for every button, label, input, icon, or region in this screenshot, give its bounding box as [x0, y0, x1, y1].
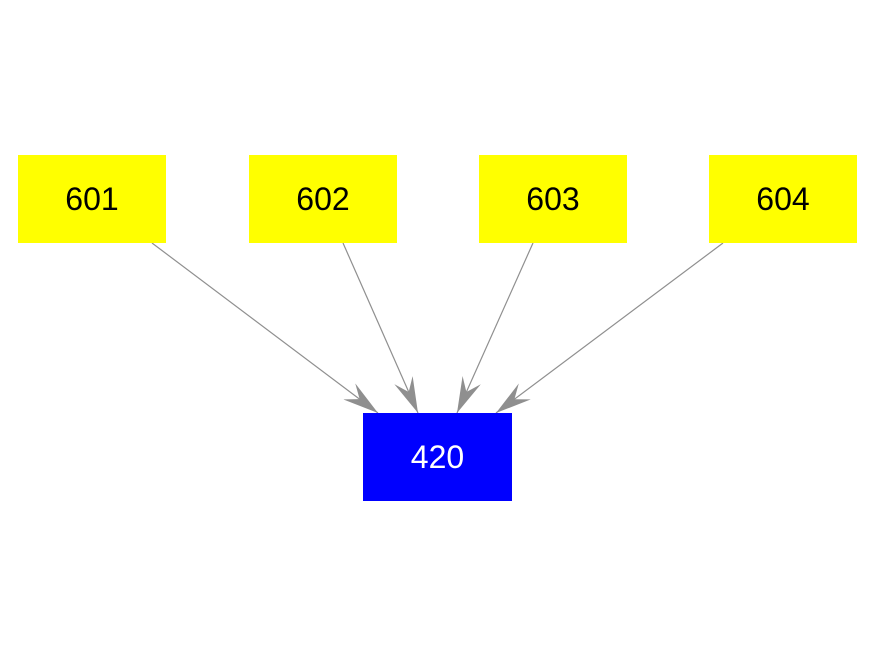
node-604[interactable]: 604 — [709, 155, 857, 243]
edge-602-420 — [342, 242, 419, 414]
node-420[interactable]: 420 — [363, 413, 512, 501]
node-601[interactable]: 601 — [18, 155, 166, 243]
node-label: 601 — [65, 181, 119, 217]
node-603[interactable]: 603 — [479, 155, 627, 243]
node-label: 604 — [756, 181, 810, 217]
node-label: 603 — [526, 181, 580, 217]
edge-601-420 — [151, 242, 379, 414]
edge-603-420 — [456, 242, 534, 414]
node-602[interactable]: 602 — [249, 155, 397, 243]
edge-604-420 — [495, 242, 724, 414]
node-label: 420 — [410, 439, 465, 475]
node-label: 602 — [296, 181, 350, 217]
